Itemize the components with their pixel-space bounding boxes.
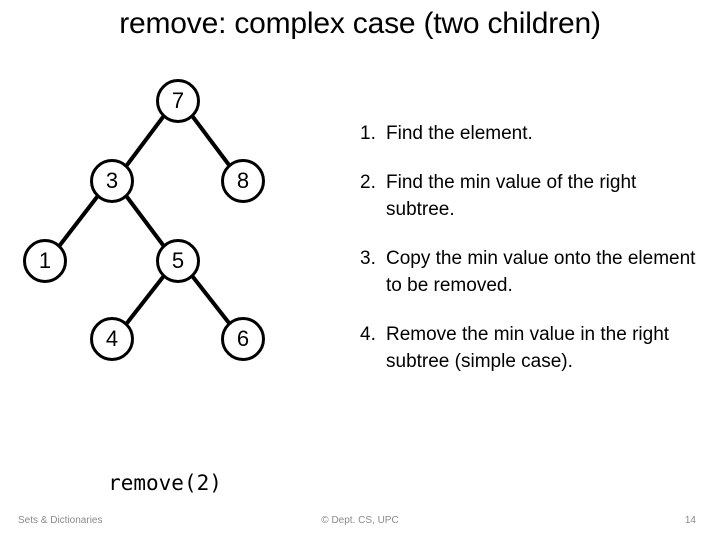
tree-edges	[58, 115, 231, 325]
step-text: Copy the min value onto the element to b…	[386, 248, 696, 296]
tree-node-label: 1	[38, 248, 52, 273]
tree-edge-3-5	[125, 195, 165, 247]
footer-page-number: 14	[684, 515, 696, 526]
steps-list: 1. Find the element. 2. Find the min value …	[360, 120, 708, 397]
step-number: 3.	[360, 248, 376, 269]
step-text: Find the min value of the right subtree.	[386, 172, 637, 220]
step-item-3: 3. Copy the min value onto the element to…	[360, 245, 708, 299]
tree-node-4: 4	[90, 317, 134, 361]
tree-node-6: 6	[221, 317, 265, 361]
tree-node-8: 8	[221, 159, 265, 203]
step-number: 2.	[360, 172, 376, 193]
step-number: 4.	[360, 324, 376, 345]
tree-edge-5-6	[191, 275, 231, 325]
tree-node-label: 5	[171, 248, 185, 273]
step-text: Find the element.	[386, 123, 533, 144]
tree-node-3: 3	[90, 159, 134, 203]
tree-node-label: 6	[236, 326, 250, 351]
step-number: 1.	[360, 123, 376, 144]
tree-node-label: 7	[171, 88, 185, 113]
footer: Sets & Dictionaries © Dept. CS, UPC 14	[0, 514, 720, 534]
step-text: Remove the min value in the right subtre…	[386, 324, 670, 372]
tree-node-label: 3	[105, 168, 119, 193]
step-item-2: 2. Find the min value of the right subtre…	[360, 169, 708, 223]
code-caption: remove(2)	[108, 471, 222, 495]
tree-edge-7-3	[125, 115, 165, 167]
tree-node-7: 7	[156, 79, 200, 123]
tree-node-5: 5	[156, 239, 200, 283]
step-item-4: 4. Remove the min value in the right subt…	[360, 321, 708, 375]
tree-edge-7-8	[191, 115, 231, 167]
tree-edge-3-1	[58, 195, 99, 247]
step-item-1: 1. Find the element.	[360, 120, 708, 147]
tree-edge-5-4	[125, 275, 165, 325]
footer-section-label: Sets & Dictionaries	[18, 515, 103, 526]
page-title: remove: complex case (two children)	[119, 7, 601, 40]
binary-search-tree-diagram: 7 3 8 1 5 4 6	[0, 70, 330, 390]
footer-copyright: © Dept. CS, UPC	[321, 515, 399, 526]
tree-node-label: 8	[236, 168, 250, 193]
tree-node-1: 1	[23, 239, 67, 283]
tree-node-label: 4	[105, 326, 119, 351]
